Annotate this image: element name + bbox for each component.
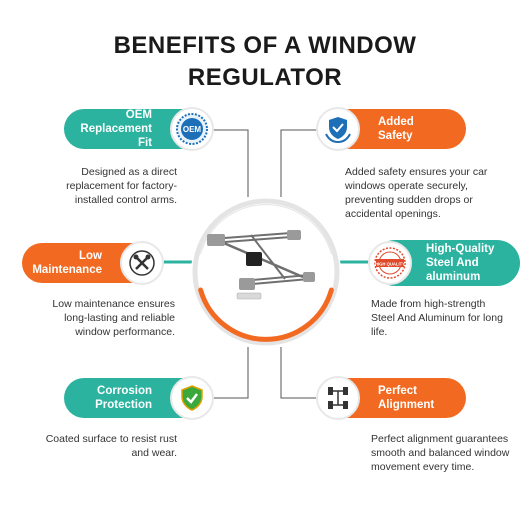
description-line: Designed as a direct <box>81 166 177 178</box>
feature-title: High-Quality Steel And aluminum <box>426 242 494 284</box>
feature-title: Perfect Alignment <box>378 384 434 412</box>
title-line-2: REGULATOR <box>187 64 343 91</box>
high-quality-badge-text: HIGH QUALITY <box>375 262 405 267</box>
description-line: long-lasting and reliable <box>64 312 175 324</box>
description-line: life. <box>371 326 388 338</box>
feature-title-line: Protection <box>95 399 152 411</box>
feature-title-line: High-Quality <box>426 243 495 255</box>
feature-title-line: Perfect <box>378 385 417 397</box>
shield-hands-icon <box>316 107 360 151</box>
feature-title: OEM Replacement Fit <box>64 108 152 150</box>
feature-description-alignment: Perfect alignment guarantees smooth and … <box>371 432 509 474</box>
product-circle <box>191 197 341 347</box>
feature-description-corrosion: Coated surface to resist rust and wear. <box>46 432 177 460</box>
feature-title-line: Low <box>79 250 102 262</box>
description-line: Low maintenance ensures <box>52 298 175 310</box>
description-line: smooth and balanced window <box>371 447 510 459</box>
description-line: window performance. <box>75 326 175 338</box>
description-line: Steel And Aluminum for long <box>371 312 503 324</box>
description-line: Perfect alignment guarantees <box>371 433 509 445</box>
feature-title-line: Steel And <box>426 257 479 269</box>
feature-pill-added-safety: Added Safety <box>316 107 466 151</box>
feature-title: Corrosion Protection <box>95 384 152 412</box>
feature-title-line: Maintenance <box>32 264 102 276</box>
feature-title-line: Alignment <box>378 399 435 411</box>
description-line: Added safety ensures your car <box>345 166 488 178</box>
feature-title-line: Replacement Fit <box>80 123 152 149</box>
feature-description-safety: Added safety ensures your car windows op… <box>345 165 487 221</box>
wheel-alignment-icon <box>316 376 360 420</box>
feature-title-line: aluminum <box>426 271 481 283</box>
feature-description-high-quality: Made from high-strength Steel And Alumin… <box>371 297 503 339</box>
feature-title-line: Corrosion <box>97 385 152 397</box>
feature-pill-corrosion-protection: Corrosion Protection <box>64 376 214 420</box>
shield-check-icon <box>170 376 214 420</box>
feature-pill-perfect-alignment: Perfect Alignment <box>316 376 466 420</box>
feature-pill-high-quality: HIGH QUALITY High-Quality Steel And alum… <box>368 240 520 286</box>
feature-pill-low-maintenance: Low Maintenance <box>22 241 164 285</box>
feature-description-maintenance: Low maintenance ensures long-lasting and… <box>52 297 175 339</box>
oem-badge-text: OEM <box>183 125 202 134</box>
tools-icon <box>120 241 164 285</box>
feature-title-line: OEM <box>125 109 152 121</box>
feature-title-line: Added <box>378 116 414 128</box>
feature-title: Low Maintenance <box>32 249 102 277</box>
title-line-1: BENEFITS OF A WINDOW <box>113 32 417 59</box>
description-line: Coated surface to resist rust <box>45 433 177 445</box>
description-line: preventing sudden drops or <box>345 194 473 206</box>
description-line: replacement for factory- <box>66 180 177 192</box>
feature-title-line: Safety <box>378 130 413 142</box>
window-regulator-image <box>192 198 340 346</box>
page-title: BENEFITS OF A WINDOW REGULATOR <box>0 30 530 94</box>
feature-pill-oem-replacement-fit: OEM Replacement Fit OEM <box>64 107 214 151</box>
description-line: accidental openings. <box>345 208 441 220</box>
feature-title: Added Safety <box>378 115 414 143</box>
description-line: and wear. <box>131 447 177 459</box>
description-line: movement every time. <box>371 461 475 473</box>
description-line: Made from high-strength <box>371 298 486 310</box>
description-line: windows operate securely, <box>345 180 468 192</box>
high-quality-stamp-icon: HIGH QUALITY <box>368 241 412 285</box>
oem-seal-icon: OEM <box>170 107 214 151</box>
description-line: installed control arms. <box>74 194 177 206</box>
feature-description-oem: Designed as a direct replacement for fac… <box>66 165 177 207</box>
